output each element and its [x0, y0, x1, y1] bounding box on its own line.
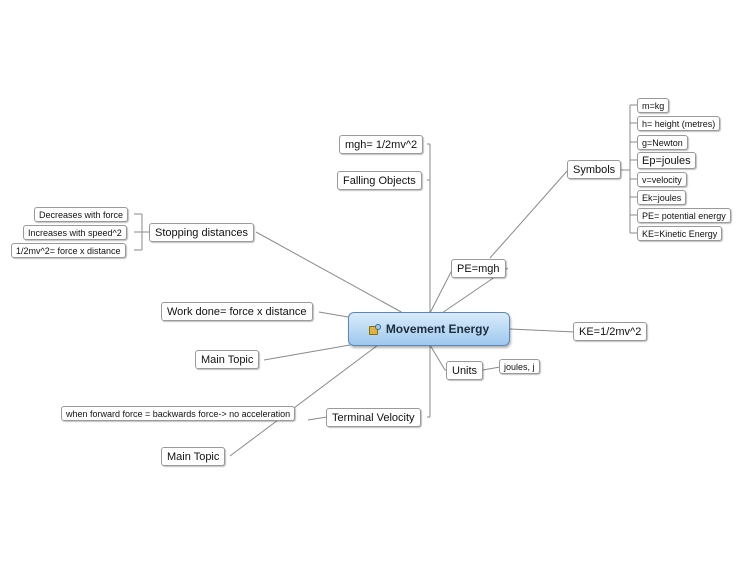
- subtopic-decreases-with-force[interactable]: Decreases with force: [34, 207, 129, 222]
- subtopic-label: joules, j: [504, 361, 535, 372]
- connector-units-child: [482, 366, 501, 371]
- central-topic-label: Movement Energy: [385, 322, 490, 336]
- subtopic-symbol-ek[interactable]: Ek=joules: [637, 190, 687, 205]
- subtopic-label: v=velocity: [642, 174, 682, 185]
- topic-label: mgh= 1/2mv^2: [345, 138, 418, 151]
- connector-stopping: [255, 231, 404, 314]
- connector-symbols: [489, 169, 569, 259]
- connector-main2: [229, 344, 379, 457]
- topic-label: PE=mgh: [457, 262, 500, 275]
- topic-label: Work done= force x distance: [167, 305, 307, 318]
- subtopic-label: KE=Kinetic Energy: [642, 228, 718, 239]
- topic-label: KE=1/2mv^2: [579, 325, 642, 338]
- subtopic-symbol-ep[interactable]: Ep=joules: [637, 152, 696, 169]
- topic-label: Terminal Velocity: [332, 411, 415, 424]
- connector-terminal-child: [307, 416, 328, 421]
- subtopic-symbol-m[interactable]: m=kg: [637, 98, 670, 113]
- subtopic-ke-work-equation[interactable]: 1/2mv^2= force x distance: [11, 243, 126, 258]
- central-topic[interactable]: Movement Energy: [348, 312, 510, 346]
- topic-mgh-equals[interactable]: mgh= 1/2mv^2: [339, 135, 424, 154]
- subtopic-symbol-ke[interactable]: KE=Kinetic Energy: [637, 226, 723, 241]
- topic-label: Falling Objects: [343, 174, 416, 187]
- topic-work-done[interactable]: Work done= force x distance: [161, 302, 313, 321]
- topic-terminal-velocity[interactable]: Terminal Velocity: [326, 408, 421, 427]
- subtopic-label: Increases with speed^2: [28, 227, 122, 238]
- connector-symbols-children: [621, 104, 638, 234]
- topic-ke-formula[interactable]: KE=1/2mv^2: [573, 322, 648, 341]
- topic-units[interactable]: Units: [446, 361, 484, 380]
- subtopic-label: h= height (metres): [642, 118, 716, 129]
- subtopic-symbol-g[interactable]: g=Newton: [637, 135, 688, 150]
- subtopic-label: 1/2mv^2= force x distance: [16, 245, 121, 256]
- subtopic-label: PE= potential energy: [642, 210, 726, 221]
- connector-stopping-children: [134, 213, 150, 251]
- topic-falling-objects[interactable]: Falling Objects: [337, 171, 422, 190]
- subtopic-symbol-pe[interactable]: PE= potential energy: [637, 208, 731, 223]
- topic-label: Symbols: [573, 163, 616, 176]
- subtopic-label: g=Newton: [642, 137, 683, 148]
- subtopic-label: Ep=joules: [642, 154, 691, 167]
- connector-main1: [263, 344, 351, 361]
- topic-main-topic-2[interactable]: Main Topic: [161, 447, 226, 466]
- topic-main-topic-1[interactable]: Main Topic: [195, 350, 260, 369]
- subtopic-increases-with-speed[interactable]: Increases with speed^2: [23, 225, 127, 240]
- topic-label: Units: [452, 364, 478, 377]
- topic-label: Main Topic: [167, 450, 220, 463]
- connector-ke: [509, 328, 576, 333]
- subtopic-label: Decreases with force: [39, 209, 124, 220]
- subtopic-symbol-v[interactable]: v=velocity: [637, 172, 687, 187]
- subtopic-symbol-h[interactable]: h= height (metres): [637, 116, 721, 131]
- subtopic-units-joules[interactable]: joules, j: [499, 359, 540, 374]
- topic-label: Stopping distances: [155, 226, 248, 239]
- topic-stopping-distances[interactable]: Stopping distances: [149, 223, 254, 242]
- weights-icon: [368, 324, 381, 335]
- topic-pe-mgh[interactable]: PE=mgh: [451, 259, 506, 278]
- subtopic-label: Ek=joules: [642, 192, 682, 203]
- topic-label: Main Topic: [201, 353, 254, 366]
- subtopic-terminal-condition[interactable]: when forward force = backwards force-> n…: [61, 406, 296, 421]
- subtopic-label: m=kg: [642, 100, 665, 111]
- subtopic-label: when forward force = backwards force-> n…: [66, 408, 291, 419]
- topic-symbols[interactable]: Symbols: [567, 160, 622, 179]
